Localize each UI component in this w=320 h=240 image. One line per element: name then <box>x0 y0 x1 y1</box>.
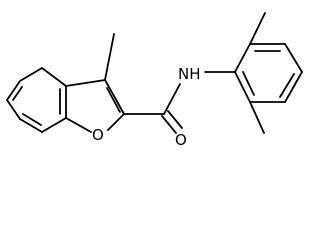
bond <box>284 43 303 73</box>
bond <box>163 83 181 115</box>
bond <box>234 43 251 73</box>
methyl-bond <box>249 12 266 45</box>
bond <box>19 118 43 133</box>
double-bond-inner <box>242 71 255 96</box>
molecule-structure-diagram: O O NH <box>6 12 303 149</box>
bond <box>107 113 125 131</box>
methyl-bond <box>249 101 265 134</box>
bond <box>234 71 251 103</box>
bond <box>41 117 67 133</box>
furan-ring <box>65 79 125 133</box>
double-bond-inner <box>106 87 121 113</box>
double-bond-inner <box>12 86 23 101</box>
bond <box>6 80 21 101</box>
carbonyl-bond <box>161 115 177 134</box>
amide-nh-label: NH <box>178 65 201 83</box>
oxygen-ring-label: O <box>92 126 104 144</box>
bond <box>65 117 92 133</box>
methyl-bond <box>104 33 115 81</box>
bond <box>6 99 21 120</box>
double-bond-inner <box>22 113 42 126</box>
bond <box>41 67 67 87</box>
carbonyl-bond <box>167 110 183 129</box>
oxygen-carbonyl-label: O <box>175 131 187 149</box>
phenyl-ring <box>234 43 303 103</box>
bond <box>65 79 106 87</box>
benzene-ring <box>6 67 67 133</box>
bond <box>284 71 303 103</box>
amide-group <box>123 71 236 134</box>
bond <box>19 67 43 82</box>
bond <box>104 79 125 115</box>
double-bond-inner <box>279 73 295 98</box>
